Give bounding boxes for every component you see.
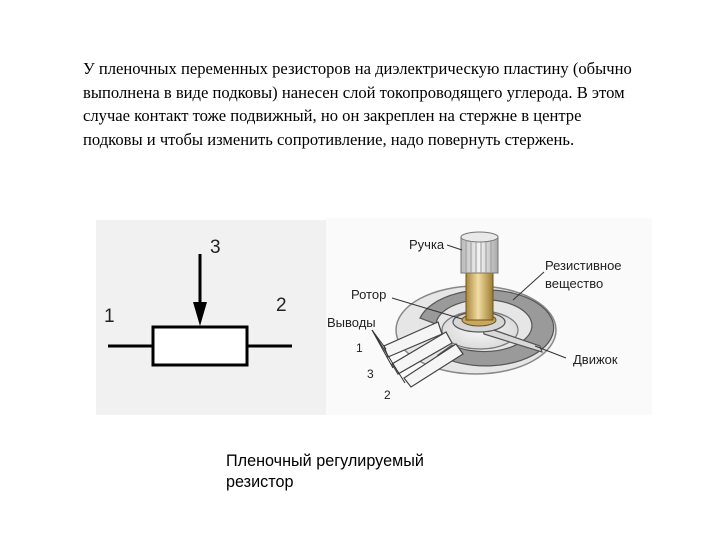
schematic-background	[96, 220, 326, 415]
terminal-3-label: 3	[210, 237, 221, 258]
terminal-1-label: 1	[104, 306, 115, 327]
lead-number-3: 3	[367, 367, 374, 381]
terminal-2-label: 2	[276, 295, 287, 316]
figure-caption: Пленочный регулируемый резистор	[226, 452, 424, 491]
description-paragraph: У пленочных переменных резисторов на диэ…	[83, 59, 632, 149]
knob-top	[460, 231, 499, 243]
resistive-label-line2: вещество	[545, 276, 603, 291]
lead-number-1: 1	[356, 341, 363, 355]
resistive-label-line1: Резистивное	[545, 258, 622, 273]
resistor-body	[151, 325, 249, 367]
lead-number-2: 2	[384, 388, 391, 402]
knob-label: Ручка	[409, 237, 445, 252]
lead-1	[383, 321, 443, 358]
wiper-label: Движок	[573, 352, 618, 367]
leader-lines	[371, 244, 567, 384]
shaft	[465, 267, 494, 321]
lead-3	[391, 331, 453, 375]
rotor-label: Ротор	[351, 287, 386, 302]
leads-label: Выводы	[327, 315, 376, 330]
lead-2	[403, 343, 464, 388]
resistor-schematic: 1 2 3	[96, 220, 326, 415]
potentiometer-drawing: Ручка Резистивное вещество Ротор Выводы …	[326, 218, 652, 415]
knob-knurling	[465, 240, 492, 273]
lead-strips	[383, 321, 464, 388]
wiper-arrow-head	[193, 302, 207, 326]
